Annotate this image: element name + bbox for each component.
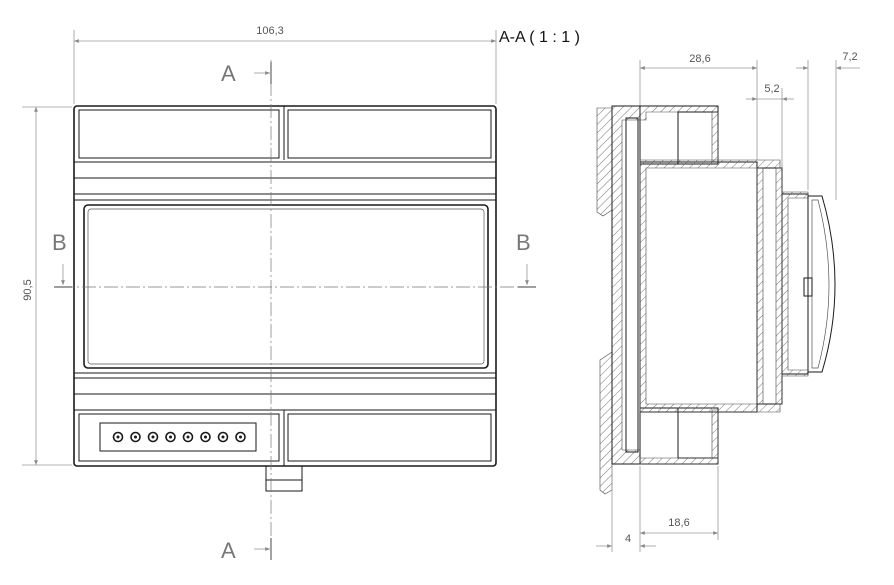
terminal-screw-center	[221, 435, 225, 439]
bottom-depth-dimension: 18,6	[640, 466, 719, 540]
top-flange	[639, 105, 719, 121]
terminal-screw	[200, 431, 211, 443]
top-right-module	[287, 109, 492, 159]
terminal-screw-center	[239, 435, 242, 439]
terminal-screw-center	[116, 435, 120, 439]
terminal-screw-center	[151, 435, 155, 439]
din-rail-top	[596, 107, 613, 217]
terminal-screw	[217, 431, 229, 443]
terminal-screw	[147, 431, 159, 443]
terminal-screw-center	[134, 435, 137, 439]
top-dimension: 7,2	[796, 51, 860, 200]
display-window	[83, 204, 489, 369]
height-dimension: 90,5	[22, 106, 72, 466]
bottom-left-module	[78, 413, 280, 462]
front-view: 106,3 90,5	[22, 25, 536, 563]
section-mark-a-bottom: A	[221, 538, 272, 563]
depth-dimension: 28,6	[639, 53, 758, 160]
terminal-screw-center	[204, 435, 207, 439]
section-view: A-A ( 1 : 1 ) 28,6 5,2 7,2	[499, 29, 860, 552]
terminal-screw-center	[169, 435, 172, 439]
svg-text:B: B	[52, 230, 67, 255]
svg-text:A: A	[221, 61, 236, 86]
width-dim-label: 106,3	[256, 25, 284, 37]
din-rail-bottom	[599, 351, 613, 495]
din-clip	[265, 465, 303, 492]
middle-body	[639, 161, 758, 413]
terminal-screw	[130, 431, 141, 443]
svg-text:B: B	[516, 230, 531, 255]
terminal-screw	[235, 431, 246, 443]
front-lens	[807, 195, 836, 373]
base-dimension: 4	[596, 466, 656, 552]
housing-outline	[73, 105, 497, 467]
svg-text:18,6: 18,6	[668, 517, 689, 529]
section-title: A-A ( 1 : 1 )	[499, 29, 580, 46]
svg-text:4: 4	[625, 533, 631, 545]
terminal-screw	[165, 431, 176, 443]
width-dimension: 106,3	[73, 25, 497, 104]
bottom-right-module	[287, 413, 492, 462]
top-left-module	[78, 109, 280, 159]
bottom-flange	[639, 457, 719, 465]
step-dimension: 5,2	[746, 83, 794, 170]
svg-text:A: A	[221, 538, 236, 563]
svg-text:7,2: 7,2	[842, 51, 857, 63]
terminal-screw	[182, 431, 194, 443]
svg-text:5,2: 5,2	[764, 83, 779, 95]
section-mark-b-left: B	[52, 230, 72, 288]
svg-text:28,6: 28,6	[689, 53, 710, 65]
terminal-block	[99, 422, 257, 452]
section-mark-b-right: B	[516, 230, 536, 288]
terminal-screw	[112, 431, 124, 443]
terminal-screws	[112, 431, 246, 443]
section-mark-a-top: A	[221, 61, 272, 86]
height-dim-label: 90,5	[22, 279, 34, 300]
terminal-screw-center	[186, 435, 190, 439]
